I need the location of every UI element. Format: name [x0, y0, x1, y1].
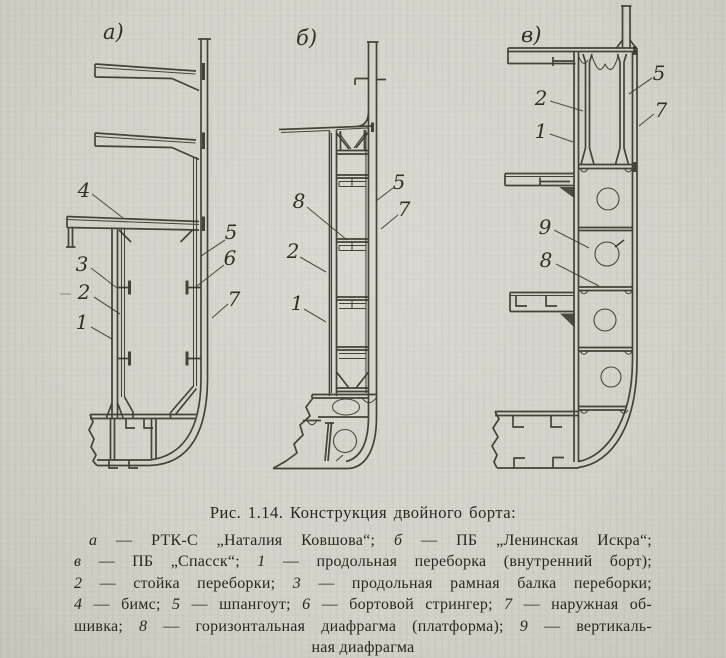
- panel-a-joints-and-flanges: [128, 63, 205, 366]
- callout-v-1: 1: [535, 119, 548, 143]
- legend-text: — горизонтальная диафрагма (платформа);: [147, 617, 520, 635]
- legend-marker: 4: [74, 596, 83, 614]
- callout-b-1: 1: [291, 291, 304, 315]
- callout-v-5: 5: [653, 61, 666, 85]
- legend-line-6: ная диафрагма: [74, 637, 652, 658]
- legend-text: — шпангоут;: [180, 596, 303, 614]
- legend-text: — бимс;: [82, 596, 172, 614]
- panel-b-manhole: [332, 428, 358, 454]
- panel-b-oval-lightening-hole: [331, 398, 361, 416]
- legend-text: шивка;: [74, 617, 139, 635]
- legend-marker: в: [74, 553, 82, 571]
- panel-v-pen-tick: [614, 239, 625, 248]
- callout-b-2: 2: [286, 239, 300, 263]
- panel-v-deck-bracket-wedge-2: [560, 313, 574, 327]
- legend-text: — продольная переборка (внутренний борт)…: [265, 553, 653, 571]
- legend-text: — ПБ „Спасск“;: [81, 553, 258, 571]
- panel-v-label: в): [521, 23, 541, 47]
- legend-text: ная диафрагма: [311, 639, 415, 657]
- legend-marker: 8: [139, 617, 148, 635]
- panel-a-section-drawing: а) 4 3 2 1 5 6 7: [60, 20, 241, 469]
- legend-line-1: а — РТК-С „Наталия Ковшова“; б — ПБ „Лен…: [74, 530, 652, 551]
- callout-v-7: 7: [655, 98, 668, 122]
- figure-drawing: а) 4 3 2 1 5 6 7 б) 8 5 7 2 1: [60, 5, 668, 470]
- legend-marker: 9: [519, 617, 528, 635]
- panel-v-deck-bracket-wedge-1: [559, 187, 574, 198]
- panel-a-label: а): [103, 20, 124, 44]
- callout-a-3: 3: [76, 252, 89, 276]
- legend-text: — стойка переборки;: [82, 574, 293, 592]
- legend-line-2: в — ПБ „Спасск“; 1 — продольная переборк…: [74, 551, 652, 572]
- panel-v-manhole-1: [596, 187, 620, 211]
- legend-marker: 1: [257, 553, 266, 571]
- panel-v-manhole-2: [594, 241, 620, 267]
- legend-marker: 2: [74, 574, 83, 592]
- panel-v-section-drawing: в) 2 1 5 7 9 8: [491, 5, 668, 469]
- legend-marker: 6: [302, 596, 311, 614]
- panel-v-manhole-3: [593, 308, 617, 332]
- legend-text: — ПБ „Ленинская Искра“;: [402, 532, 653, 549]
- callout-a-6: 6: [224, 246, 237, 270]
- legend-line-5: шивка; 8 — горизонтальная диафрагма (пла…: [74, 616, 652, 637]
- callout-a-1: 1: [76, 310, 89, 334]
- callout-v-8: 8: [540, 248, 553, 272]
- legend-text: — продольная рамная балка переборки;: [300, 574, 653, 592]
- callout-v-2: 2: [534, 86, 548, 110]
- callout-b-5: 5: [393, 170, 406, 194]
- legend-text: — РТК-С „Наталия Ковшова“;: [97, 532, 394, 549]
- legend-text: — вертикаль-: [527, 617, 652, 635]
- callout-a-5: 5: [225, 220, 238, 244]
- panel-v-manhole-4: [600, 366, 622, 388]
- figure-caption: Рис. 1.14. Конструкция двойного борта: а…: [0, 500, 726, 658]
- callout-b-7: 7: [398, 197, 411, 221]
- callout-v-9: 9: [539, 215, 552, 239]
- callout-a-7: 7: [228, 287, 241, 311]
- panel-b-leader-lines: [299, 187, 399, 323]
- legend-marker: б: [393, 532, 403, 549]
- callout-a-2: 2: [77, 280, 91, 304]
- figure-legend: а — РТК-С „Наталия Ковшова“; б — ПБ „Лен…: [74, 530, 652, 658]
- legend-line-3: 2 — стойка переборки; 3 — продольная рам…: [74, 573, 652, 594]
- callout-a-4: 4: [77, 178, 91, 202]
- panel-a-hull-structure: [66, 38, 211, 469]
- legend-text: — наружная об-: [512, 596, 652, 614]
- legend-line-4: 4 — бимс; 5 — шпангоут; 6 — бортовой стр…: [74, 594, 652, 615]
- panel-b-thin-lines: [280, 127, 377, 462]
- legend-text: — бортовой стрингер;: [310, 596, 505, 614]
- legend-marker: 3: [292, 574, 301, 592]
- panel-v-hull-structure: [491, 5, 638, 469]
- panel-b-section-drawing: б) 8 5 7 2 1: [272, 26, 411, 470]
- panel-v-thin-lines: [505, 55, 633, 414]
- legend-marker: 5: [172, 596, 181, 614]
- panel-v-leader-lines: [549, 77, 655, 287]
- panel-a-thin-lines: [66, 66, 200, 397]
- legend-marker: а: [89, 532, 98, 549]
- panel-a-leader-lines: [90, 193, 229, 340]
- callout-b-8: 8: [293, 189, 306, 213]
- panel-b-label: б): [296, 26, 317, 50]
- legend-marker: 7: [504, 596, 513, 614]
- figure-caption-title: Рис. 1.14. Конструкция двойного борта:: [209, 503, 517, 522]
